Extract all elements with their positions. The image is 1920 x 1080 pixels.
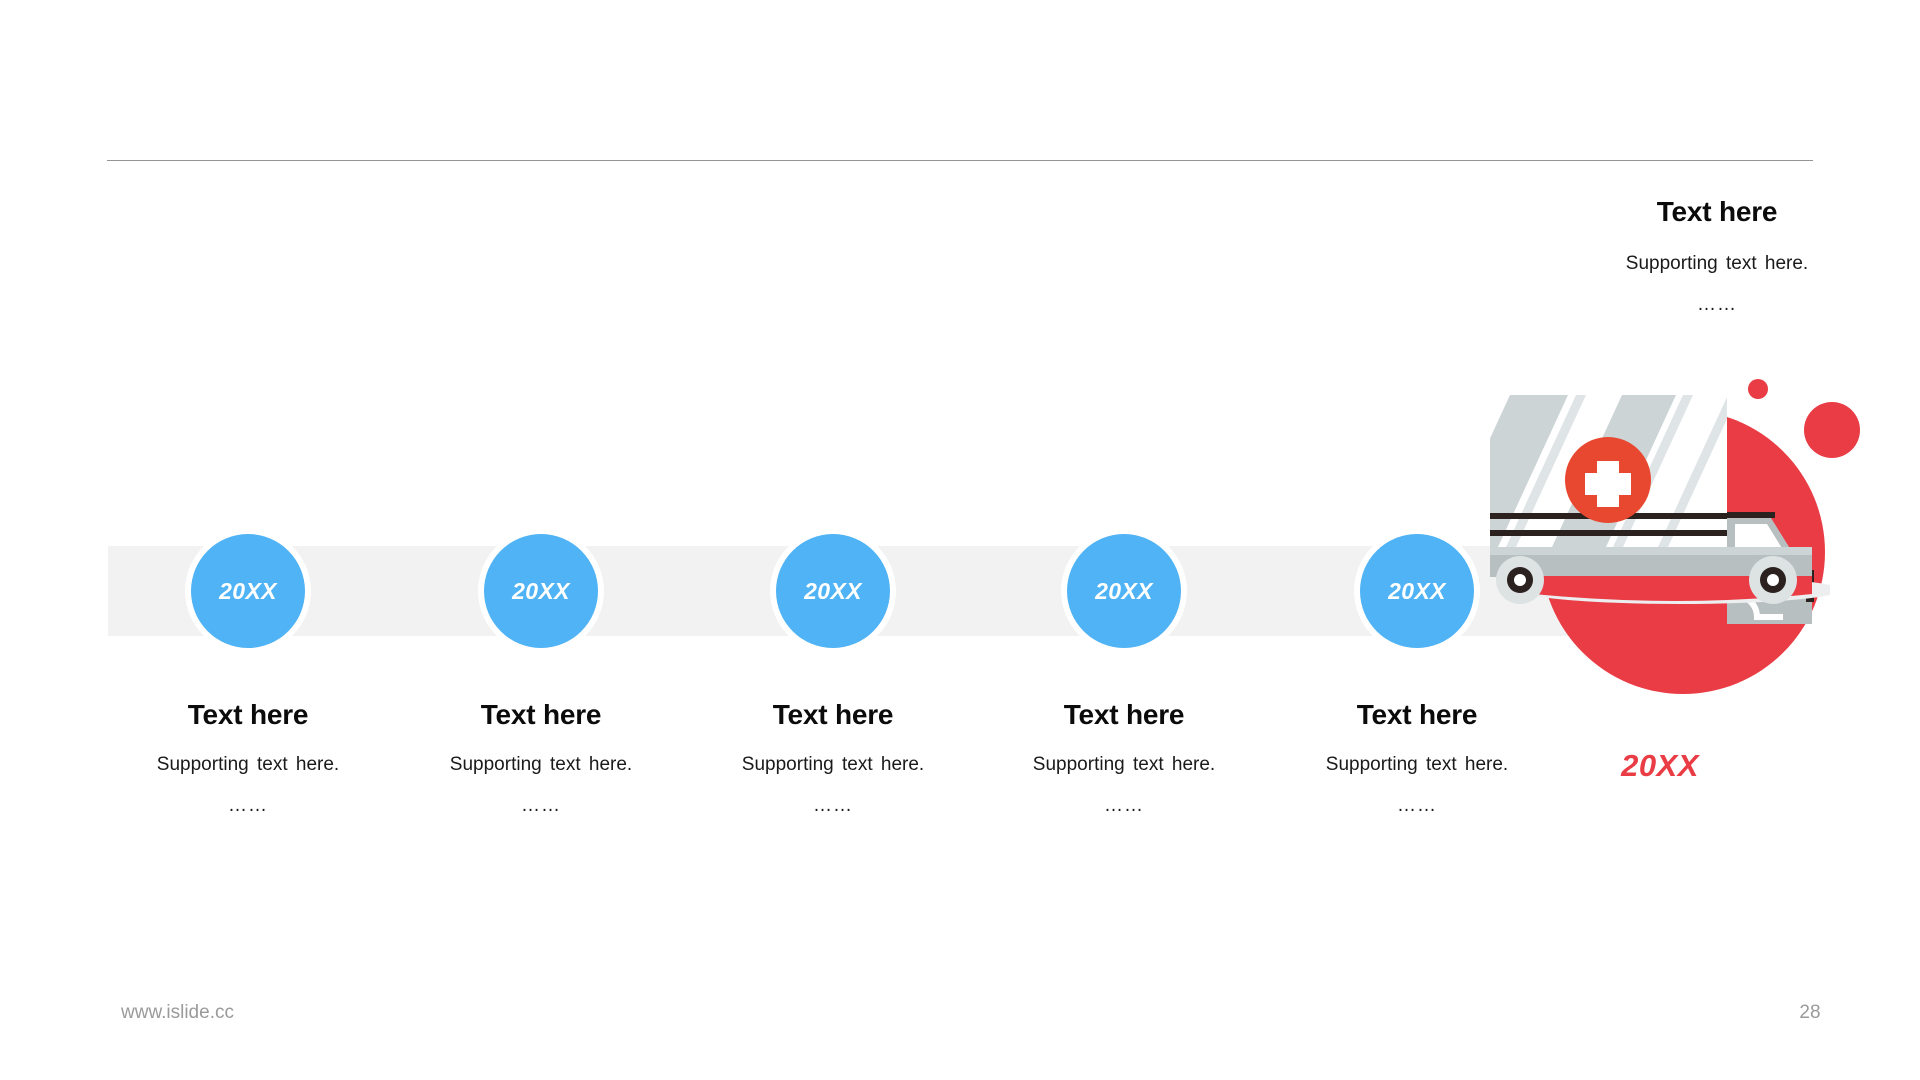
timeline-caption-3: Text here Supporting text here. …… — [693, 699, 973, 816]
timeline-node-3[interactable]: 20XX — [770, 528, 896, 654]
caption-title-3: Text here — [772, 699, 894, 730]
caption-dots-2: …… — [521, 794, 561, 816]
truck-wheel-rear-rim — [1514, 574, 1526, 586]
caption-dots-5: …… — [1397, 794, 1437, 816]
caption-title-1: Text here — [187, 699, 309, 730]
caption-subtitle-2: Supporting text here. — [449, 753, 633, 775]
timeline-caption-2: Text here Supporting text here. …… — [401, 699, 681, 816]
caption-title-5: Text here — [1356, 699, 1478, 730]
timeline-caption-4: Text here Supporting text here. …… — [984, 699, 1264, 816]
truck-underframe — [1490, 555, 1812, 577]
footer-page-number: 28 — [1799, 1002, 1821, 1023]
truck-bed-rail — [1490, 547, 1812, 555]
timeline-node-2[interactable]: 20XX — [478, 528, 604, 654]
red-accent-circle-large — [1804, 402, 1860, 458]
node-circle-4[interactable]: 20XX — [1067, 534, 1181, 648]
caption-subtitle-3: Supporting text here. — [741, 753, 925, 775]
road-red-stripe — [1533, 576, 1812, 601]
highlight-title: Text here — [1656, 196, 1778, 227]
caption-title-2: Text here — [480, 699, 602, 730]
highlight-year-label: 20XX — [1621, 748, 1699, 783]
timeline-node-5[interactable]: 20XX — [1354, 528, 1480, 654]
timeline-caption-1: Text here Supporting text here. …… — [108, 699, 388, 816]
caption-subtitle-5: Supporting text here. — [1325, 753, 1509, 775]
caption-dots-1: …… — [228, 794, 268, 816]
node-circle-1[interactable]: 20XX — [191, 534, 305, 648]
highlight-dots: …… — [1697, 293, 1737, 315]
truck-trim-line-lower — [1490, 530, 1727, 536]
caption-subtitle-4: Supporting text here. — [1032, 753, 1216, 775]
caption-title-4: Text here — [1063, 699, 1185, 730]
node-circle-2[interactable]: 20XX — [484, 534, 598, 648]
caption-dots-4: …… — [1104, 794, 1144, 816]
red-accent-circle-small — [1748, 379, 1768, 399]
highlight-text-block: Text here Supporting text here. …… — [1572, 196, 1862, 316]
medical-cross-icon — [1585, 461, 1631, 507]
delivery-truck-illustration — [1490, 362, 1920, 702]
node-year-label-4: 20XX — [1095, 577, 1153, 604]
timeline-caption-5: Text here Supporting text here. …… — [1277, 699, 1557, 816]
node-year-label-5: 20XX — [1388, 577, 1446, 604]
node-circle-3[interactable]: 20XX — [776, 534, 890, 648]
caption-subtitle-1: Supporting text here. — [156, 753, 340, 775]
truck-wheel-front-rim — [1767, 574, 1779, 586]
timeline-node-1[interactable]: 20XX — [185, 528, 311, 654]
timeline-node-4[interactable]: 20XX — [1061, 528, 1187, 654]
header-divider — [107, 160, 1813, 161]
node-year-label-2: 20XX — [512, 577, 570, 604]
footer-url[interactable]: www.islide.cc — [121, 1002, 234, 1023]
highlight-subtitle: Supporting text here. — [1625, 252, 1809, 274]
node-year-label-3: 20XX — [804, 577, 862, 604]
node-circle-5[interactable]: 20XX — [1360, 534, 1474, 648]
node-year-label-1: 20XX — [219, 577, 277, 604]
caption-dots-3: …… — [813, 794, 853, 816]
truck-cab-roof-trim — [1727, 512, 1775, 518]
